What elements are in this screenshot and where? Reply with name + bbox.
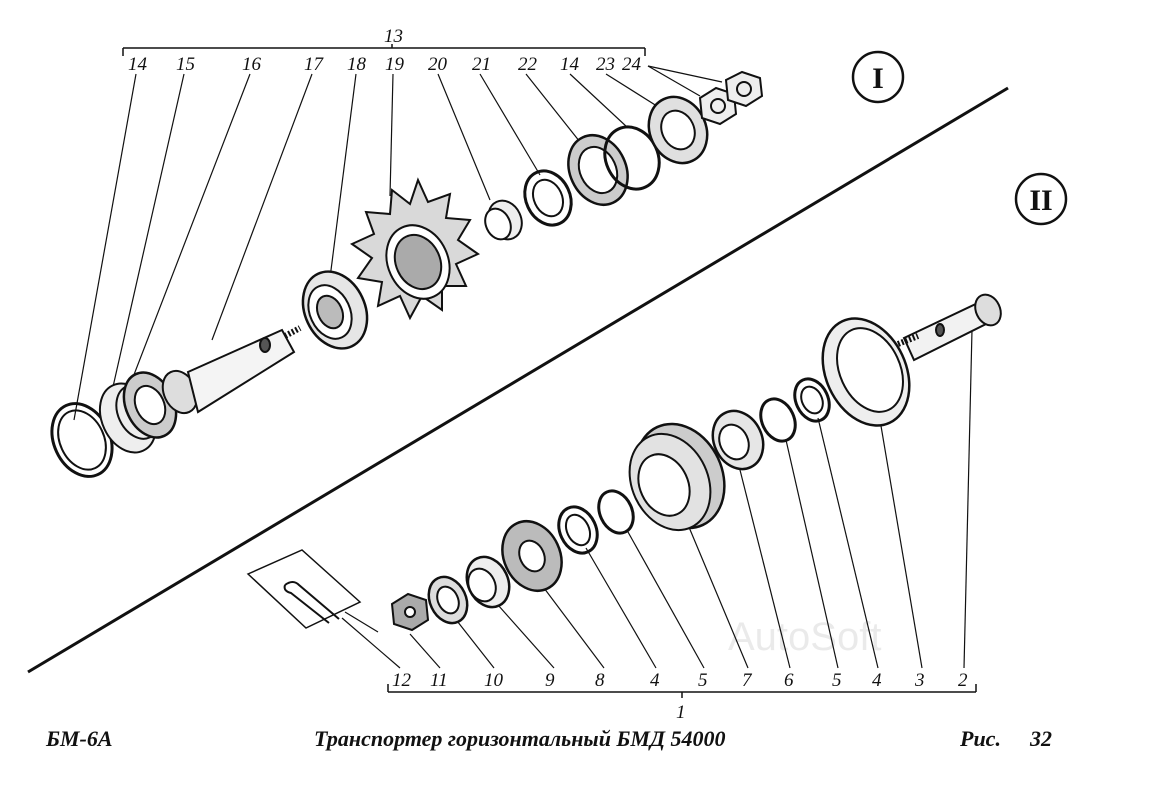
bushing-23 (647, 95, 709, 165)
part-label: 16 (242, 54, 262, 75)
seal-22 (567, 134, 629, 206)
figure-number: 32 (1030, 726, 1052, 751)
snap-ring-5b (759, 397, 797, 443)
model-code: БМ-6А (46, 726, 113, 751)
leader-lines-bottom (341, 329, 973, 669)
part-label: 23 (596, 54, 615, 75)
section-marker-2-label: II (1029, 184, 1052, 217)
axle-17 (161, 325, 302, 415)
part-label: 21 (472, 54, 491, 75)
section-marker-1: I (851, 50, 905, 104)
part-label: 14 (560, 54, 580, 75)
bearing-6 (711, 409, 765, 471)
sleeve-20 (484, 199, 523, 241)
shaft-2 (896, 293, 1002, 362)
section-marker-2: II (1014, 172, 1068, 226)
assembly-1-bracket (387, 684, 977, 698)
part-label: 3 (914, 670, 925, 691)
part-label: 6 (784, 670, 794, 691)
watermark-text: AutoSoft (728, 615, 881, 659)
part-label: 14 (128, 54, 148, 75)
part-label: 10 (484, 670, 504, 691)
part-label: 15 (176, 54, 195, 75)
part-label: 2 (958, 670, 968, 691)
washer-10 (427, 575, 469, 625)
castle-nut-11 (390, 592, 430, 632)
part-label: 7 (742, 670, 753, 691)
part-label: 5 (698, 670, 708, 691)
part-label: 9 (545, 670, 555, 691)
washer-21 (523, 169, 573, 227)
part-label: 8 (595, 670, 605, 691)
assembly-13-number: 13 (384, 26, 403, 47)
section-divider-line (27, 86, 1009, 674)
figure-label: Рис. (960, 726, 1001, 751)
part-labels-top: 14 15 16 17 18 19 20 21 22 14 23 24 (128, 54, 642, 75)
leader-lines-top (73, 65, 723, 421)
assembly-13-bracket (122, 44, 646, 56)
cotter-pin-inset (246, 549, 379, 633)
part-label: 18 (347, 54, 367, 75)
assembly-1-number: 1 (676, 702, 686, 723)
part-label: 17 (304, 54, 325, 75)
bearing-18 (301, 270, 369, 350)
washer-4a (557, 505, 599, 555)
part-label: 20 (428, 54, 448, 75)
part-label: 22 (518, 54, 538, 75)
disk-8 (501, 520, 563, 592)
snap-ring-5a (597, 489, 635, 535)
washer-4b (793, 377, 831, 423)
part-labels-bottom: 12 11 10 9 8 4 5 7 6 5 4 3 2 (392, 670, 968, 691)
figure-title: Транспортер горизонтальный БМД 54000 (314, 726, 726, 751)
spacer-9 (465, 555, 511, 609)
part-label: 11 (430, 670, 448, 691)
sprocket-19 (349, 177, 481, 321)
section-marker-1-label: I (872, 62, 884, 95)
part-label: 19 (385, 54, 405, 75)
part-label: 4 (650, 670, 660, 691)
plate-3 (821, 317, 911, 427)
nut-24 (698, 70, 764, 126)
part-label: 12 (392, 670, 412, 691)
part-label: 4 (872, 670, 882, 691)
roller-7 (628, 422, 726, 532)
part-label: 24 (622, 54, 642, 75)
part-label: 5 (832, 670, 842, 691)
